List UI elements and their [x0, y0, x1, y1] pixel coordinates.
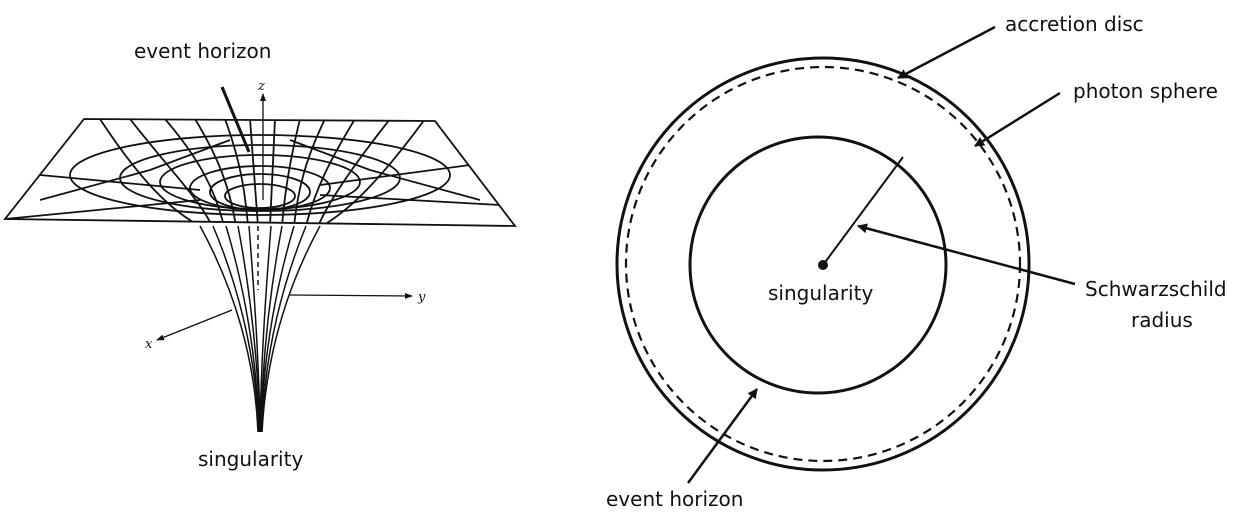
schwarzschild-radius-line	[822, 156, 904, 266]
schwarzschild-label-line2: radius	[1131, 308, 1193, 332]
schwarzschild-label-line1: Schwarzschild	[1085, 277, 1227, 301]
spacetime-grid	[5, 119, 501, 226]
spacetime-plane	[3, 118, 517, 227]
spacetime-funnel-diagram	[3, 86, 517, 433]
accretion-disc-arrow	[897, 25, 996, 80]
singularity-dot	[818, 260, 828, 270]
axis-y-label: y	[417, 290, 426, 305]
accretion-disc-circle	[615, 56, 1031, 472]
event-horizon-circle	[688, 135, 948, 395]
event-horizon-pointer	[220, 86, 251, 153]
y-axis	[289, 292, 413, 299]
black-hole-cross-section	[615, 25, 1076, 484]
x-axis	[156, 309, 233, 341]
left-singularity-label: singularity	[198, 447, 303, 471]
axis-x-label: x	[145, 337, 153, 352]
left-event-horizon-label: event horizon	[134, 39, 271, 63]
photon-sphere-label: photon sphere	[1073, 79, 1218, 103]
accretion-disc-label: accretion disc	[1005, 12, 1144, 36]
schwarzschild-radius-arrow	[857, 223, 1076, 286]
right-singularity-label: singularity	[768, 281, 873, 305]
photon-sphere-circle	[624, 65, 1022, 463]
funnel	[199, 225, 321, 433]
axis-z-label: z	[257, 79, 265, 94]
right-event-horizon-label: event horizon	[606, 487, 743, 511]
event-horizon-arrow	[686, 388, 759, 484]
photon-sphere-arrow	[974, 91, 1061, 148]
